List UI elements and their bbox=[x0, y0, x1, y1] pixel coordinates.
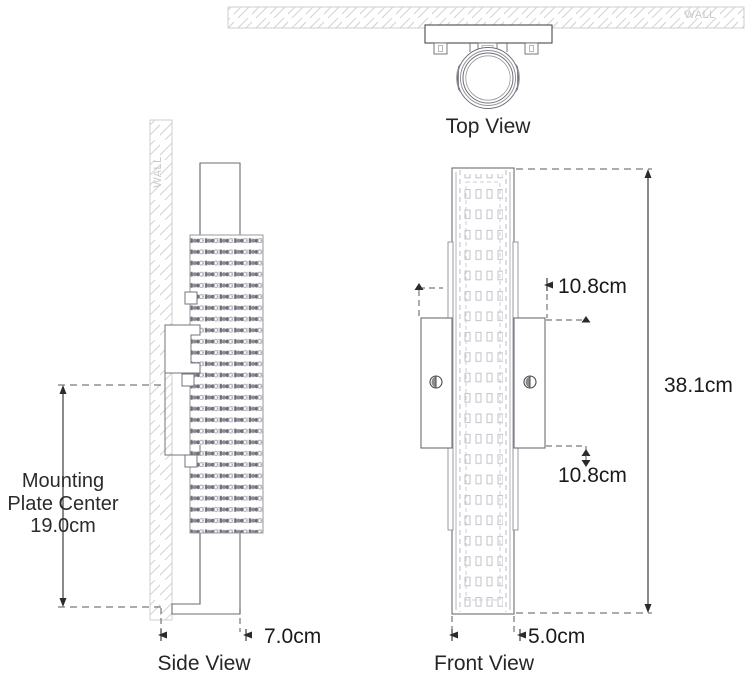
arrow-right-icon bbox=[517, 631, 526, 639]
front-view-textured-panel bbox=[463, 174, 503, 608]
top-view-fixture-rings bbox=[456, 47, 520, 109]
mounting-plate-center-line1: Mounting bbox=[22, 470, 104, 492]
side-view-textured-panel bbox=[189, 234, 264, 534]
dimension-front-width: 5.0cm bbox=[449, 616, 585, 648]
dimension-bottom-offset: 10.8cm bbox=[546, 445, 627, 487]
arrow-down-icon bbox=[581, 316, 591, 323]
arrow-up-icon bbox=[59, 385, 67, 394]
arrow-down-icon bbox=[59, 598, 67, 607]
top-view-label: Top View bbox=[446, 115, 532, 138]
screw-icon bbox=[429, 375, 443, 389]
front-view-mounting-plate-left bbox=[420, 317, 453, 449]
bottom-offset-value: 10.8cm bbox=[558, 464, 627, 487]
arrow-up-icon bbox=[581, 460, 591, 467]
front-view-mounting-plate-right bbox=[513, 317, 546, 449]
dimension-mounting-plate-center: Mounting Plate Center 19.0cm bbox=[7, 384, 165, 608]
front-width-value: 5.0cm bbox=[528, 625, 585, 648]
side-view-wall-label: WALL bbox=[152, 156, 164, 188]
top-view-wall-section: WALL bbox=[227, 6, 745, 29]
arrow-right-icon bbox=[243, 631, 252, 639]
dimension-side-depth: 7.0cm bbox=[158, 608, 321, 648]
top-offset-value: 10.8cm bbox=[558, 275, 627, 298]
front-view-label: Front View bbox=[434, 652, 535, 675]
top-view-wall-label: WALL bbox=[684, 9, 716, 21]
screw-icon bbox=[523, 375, 537, 389]
arrow-up-icon bbox=[644, 169, 652, 178]
side-view-group: WALL bbox=[7, 119, 321, 675]
arrow-down-icon bbox=[414, 283, 424, 290]
side-view-label: Side View bbox=[157, 652, 251, 675]
mounting-plate-center-line2: Plate Center bbox=[7, 493, 119, 515]
mounting-plate-center-value: 19.0cm bbox=[30, 515, 96, 537]
side-view-mounting-bracket bbox=[164, 291, 201, 468]
arrow-left-icon bbox=[158, 631, 167, 639]
arrow-down-icon bbox=[644, 604, 652, 613]
top-view-group: WALL bbox=[227, 6, 745, 138]
front-view-group: 38.1cm 10.8cm bbox=[414, 167, 733, 675]
arrow-left-icon bbox=[449, 631, 458, 639]
arrow-right-icon bbox=[544, 281, 553, 289]
overall-height-value: 38.1cm bbox=[664, 374, 733, 397]
arrow-down-icon bbox=[581, 449, 591, 456]
dimension-top-offset: 10.8cm bbox=[414, 275, 627, 323]
dimension-overall-height: 38.1cm bbox=[516, 168, 733, 614]
side-depth-value: 7.0cm bbox=[264, 625, 321, 648]
